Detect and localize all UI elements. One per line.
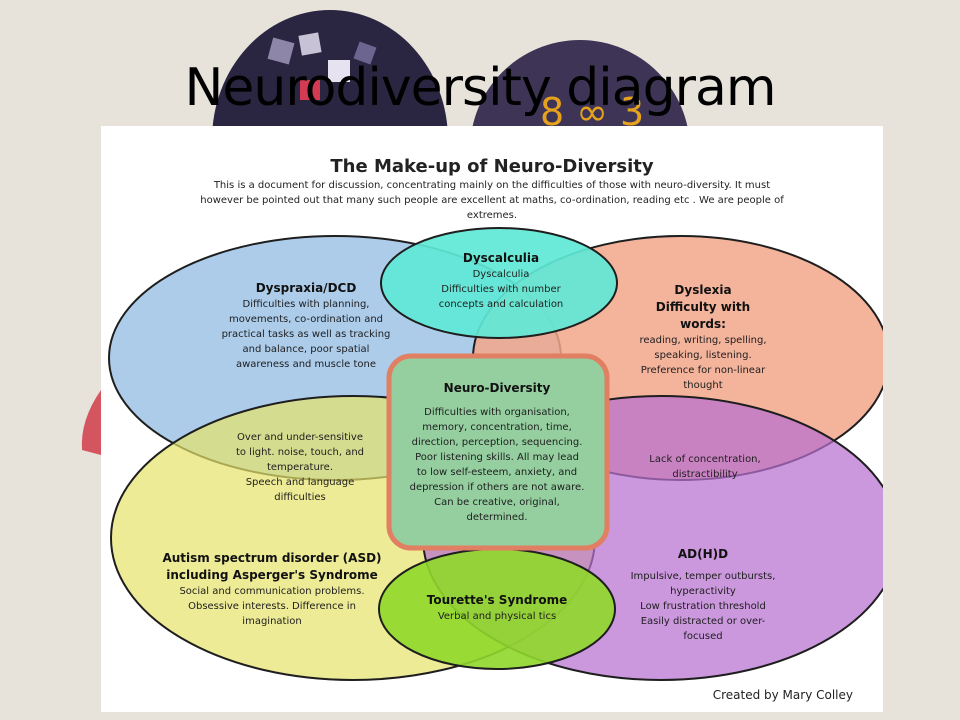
- document-title: The Make-up of Neuro-Diversity: [330, 156, 654, 177]
- neuro-diversity-title: Neuro-Diversity: [443, 381, 551, 395]
- dyspraxia-title: Dyspraxia/DCD: [255, 281, 357, 295]
- credit-text: Created by Mary Colley: [712, 688, 853, 702]
- dyscalculia-title: Dyscalculia: [462, 251, 540, 265]
- slide-title: Neurodiversity diagram: [184, 58, 777, 118]
- adhd-title: AD(H)D: [677, 547, 729, 561]
- concentration-overlap-label: Lack of concentration, distractibility: [635, 452, 775, 482]
- dyslexia-body: reading, writing, spelling, speaking, li…: [639, 335, 767, 391]
- neuro-diversity-box: [386, 353, 610, 551]
- adhd-body3: Easily distracted or over-focused: [640, 616, 766, 642]
- concentration-overlap-body: Lack of concentration, distractibility: [649, 454, 761, 480]
- adhd-label: AD(H)D Impulsive, temper outbursts, hype…: [629, 546, 777, 644]
- venn-diagram: [108, 227, 883, 681]
- dyslexia-subtitle: Difficulty with words:: [655, 300, 751, 331]
- adhd-body2: Low frustration threshold: [640, 601, 766, 612]
- dyscalculia-label: Dyscalculia Dyscalculia Difficulties wit…: [433, 250, 569, 312]
- sensory-overlap-body2: Speech and language difficulties: [245, 477, 355, 503]
- sensory-overlap-body: Over and under-sensitive to light. noise…: [235, 432, 365, 473]
- document-intro: This is a document for discussion, conce…: [200, 180, 784, 221]
- dyscalculia-body: Difficulties with number concepts and ca…: [438, 284, 564, 310]
- asd-title: Autism spectrum disorder (ASD) including…: [162, 551, 382, 582]
- asd-body: Social and communication problems. Obses…: [179, 586, 365, 627]
- neuro-diversity-label: Neuro-Diversity Difficulties with organi…: [409, 380, 585, 525]
- face-profile-shape: [81, 390, 101, 455]
- sensory-overlap-label: Over and under-sensitive to light. noise…: [235, 430, 365, 505]
- diagram-card: The Make-up of Neuro-Diversity This is a…: [101, 126, 883, 712]
- dyslexia-label: Dyslexia Difficulty with words: reading,…: [631, 282, 775, 393]
- asd-label: Autism spectrum disorder (ASD) including…: [161, 550, 383, 629]
- dyscalculia-ellipse: [380, 227, 618, 339]
- dyspraxia-body: Difficulties with planning, movements, c…: [221, 299, 391, 370]
- dyspraxia-label: Dyspraxia/DCD Difficulties with planning…: [221, 280, 391, 372]
- dyscalculia-subtitle: Dyscalculia: [472, 269, 530, 280]
- neuro-diversity-body: Difficulties with organisation, memory, …: [409, 407, 585, 523]
- tourettes-title: Tourette's Syndrome: [426, 593, 568, 607]
- tourettes-label: Tourette's Syndrome Verbal and physical …: [417, 592, 577, 624]
- adhd-body: Impulsive, temper outbursts, hyperactivi…: [630, 571, 776, 597]
- tourettes-body: Verbal and physical tics: [437, 611, 557, 622]
- dyslexia-title: Dyslexia: [674, 283, 732, 297]
